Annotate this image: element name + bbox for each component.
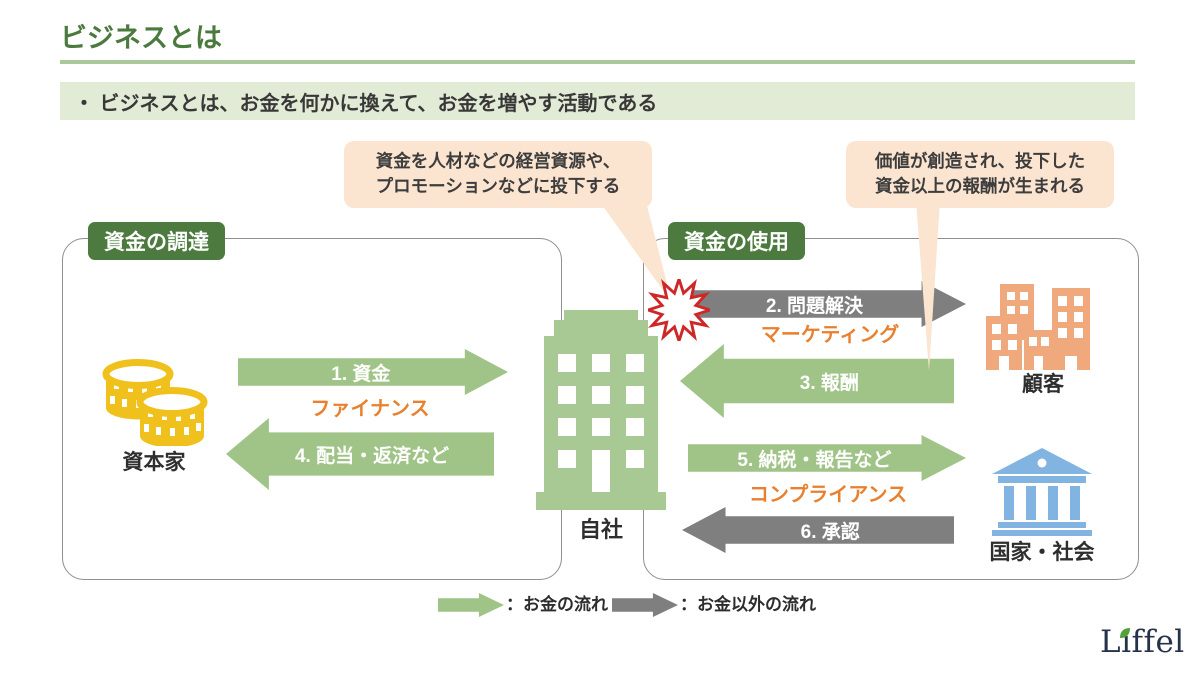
title-divider xyxy=(60,60,1135,64)
callout-value: 価値が創造され、投下した 資金以上の報酬が生まれる xyxy=(846,141,1114,208)
callout-invest-pointer xyxy=(600,202,672,303)
flow-6-label: 6. 承認 xyxy=(800,521,860,543)
flow-2-label: 2. 問題解決 xyxy=(765,295,864,317)
legend-money-arrow-icon xyxy=(438,593,504,617)
funding-section-title: 資金の調達 xyxy=(88,222,225,260)
flow-5-label: 5. 納税・報告など xyxy=(737,449,892,471)
callout-invest-line2: プロモーションなどに投下する xyxy=(375,176,621,197)
legend-nonmoney-label: ：お金以外の流れ xyxy=(680,595,816,614)
leaf-icon xyxy=(1120,628,1130,638)
liffel-logo: Liffel xyxy=(1100,624,1185,660)
subtitle-text: ・ ビジネスとは、お金を何かに換えて、お金を増やす活動である xyxy=(74,92,658,115)
liffel-logo-text: Liffel xyxy=(1100,624,1185,660)
callout-value-pointer xyxy=(916,201,940,371)
state-bank-icon xyxy=(992,448,1092,536)
legend-money-label: ：お金の流れ xyxy=(506,595,608,614)
flow-4-label: 4. 配当・返済など xyxy=(294,445,450,467)
capitalist-label: 資本家 xyxy=(122,451,186,474)
callout-invest-line1: 資金を人材などの経営資源や、 xyxy=(375,151,621,171)
callout-value-line1: 価値が創造され、投下した xyxy=(874,151,1086,171)
company-building-icon xyxy=(536,310,666,510)
marketing-label: マーケティング xyxy=(760,324,900,346)
compliance-label: コンプライアンス xyxy=(748,484,908,506)
page-title: ビジネスとは xyxy=(60,23,222,53)
flow-1-label: 1. 資金 xyxy=(331,363,391,385)
burst-icon xyxy=(648,279,710,341)
coins-icon xyxy=(102,359,208,446)
finance-label: ファイナンス xyxy=(310,398,430,420)
state-label: 国家・社会 xyxy=(989,541,1095,564)
flow-3-label: 3. 報酬 xyxy=(799,372,859,394)
legend-nonmoney-arrow-icon xyxy=(612,593,678,617)
callout-value-line2: 資金以上の報酬が生まれる xyxy=(875,176,1085,197)
callout-invest: 資金を人材などの経営資源や、 プロモーションなどに投下する xyxy=(344,141,652,208)
customers-label: 顧客 xyxy=(1022,373,1064,396)
subtitle-bar: ・ ビジネスとは、お金を何かに換えて、お金を増やす活動である xyxy=(60,82,1135,120)
company-label: 自社 xyxy=(578,517,623,542)
usage-section-title: 資金の使用 xyxy=(668,222,805,260)
customers-buildings-icon xyxy=(986,284,1090,370)
